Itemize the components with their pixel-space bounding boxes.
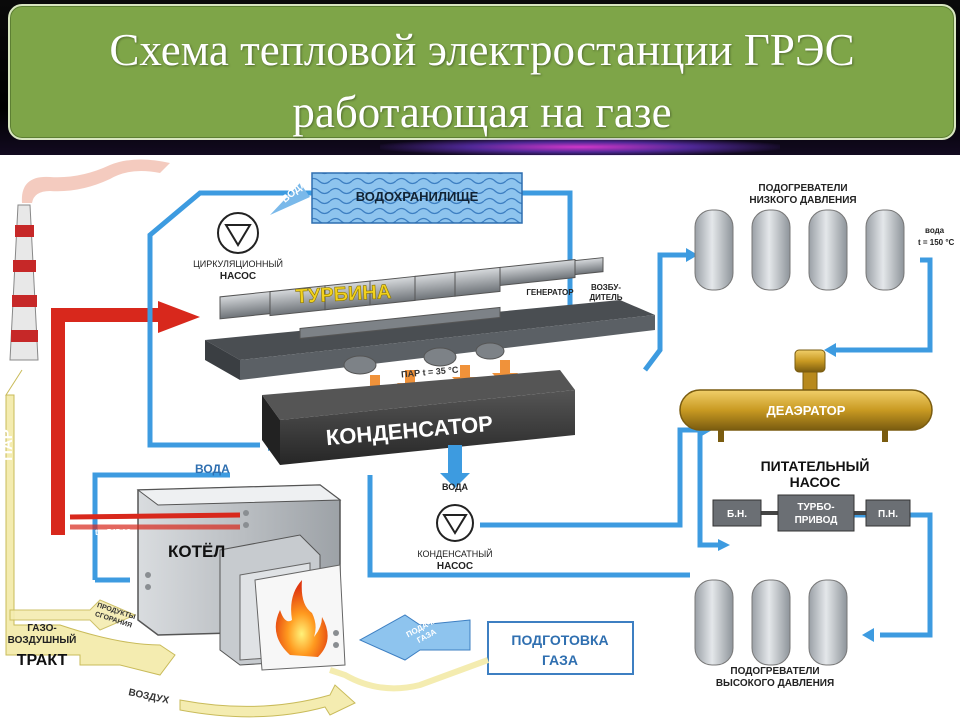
deaerator-label: ДЕАЭРАТОР <box>767 403 846 418</box>
gas-line <box>329 657 490 692</box>
exciter-label-2: ДИТЕЛЬ <box>589 293 622 302</box>
pn-label: П.Н. <box>878 509 898 520</box>
water-150-label-2: t = 150 °C <box>918 238 955 247</box>
reservoir-label: ВОДОХРАНИЛИЩЕ <box>356 189 479 204</box>
bn-label: Б.Н. <box>727 509 747 520</box>
water-150-label-1: вода <box>925 226 945 235</box>
power-plant-diagram: ГАЗО- ВОЗДУШНЫЙ ТРАКТ ВОЗДУХ ПАР ВОДА ВО… <box>0 159 955 718</box>
feed-pump-label-1: ПИТАТЕЛЬНЫЙ <box>761 457 870 474</box>
deaerator <box>679 349 933 442</box>
lp-heaters-label-2: НИЗКОГО ДАВЛЕНИЯ <box>749 195 856 206</box>
smokestack <box>9 204 39 361</box>
gas-prep-label-2: ГАЗА <box>542 652 578 668</box>
water-arrow-3 <box>824 343 836 357</box>
diagram-label: ТРАКТ <box>17 652 68 669</box>
water-mid-label: ВОДА <box>195 462 230 476</box>
steam-pipe <box>51 308 160 535</box>
diagram-label: КОНДЕНСАТНЫЙ <box>417 548 492 559</box>
condensate-pump: ВОДА КОНДЕНСАТНЫЙ НАСОС <box>417 445 493 572</box>
water-arrow-4 <box>686 248 698 262</box>
title-line-1: Схема тепловой электростанции ГРЭС <box>109 25 855 75</box>
feed-pump <box>712 494 911 532</box>
air-path <box>5 369 176 676</box>
lp-heaters-label-1: ПОДОГРЕВАТЕЛИ <box>758 183 847 194</box>
turbo-drive-label-2: ПРИВОД <box>795 515 838 526</box>
diagram-label: ВОДА <box>442 482 469 492</box>
boiler-label: КОТЁЛ <box>168 542 225 561</box>
steam-temp-label: ПАР t = 35 °C <box>401 364 459 379</box>
hp-heaters <box>694 579 848 666</box>
water-arrow-top <box>270 183 310 215</box>
gas-supply-arrow <box>358 614 471 661</box>
air-flow-arrow <box>9 599 137 631</box>
title-line-2: работающая на газе <box>292 87 672 137</box>
steam-vertical-label: ПАР <box>0 429 16 461</box>
generator-label: ГЕНЕРАТОР <box>526 288 574 297</box>
diagram-label: ГАЗО- <box>27 623 57 634</box>
water-arrow-5 <box>862 628 874 642</box>
turbine-label: ТУРБИНА <box>295 281 392 308</box>
turbine <box>205 257 655 380</box>
flame <box>275 580 328 657</box>
gas-air-tract-label: ГАЗО- ВОЗДУШНЫЙ ТРАКТ <box>8 623 77 669</box>
exciter-label-1: ВОЗБУ- <box>591 283 621 292</box>
air-intake-arrow <box>179 684 356 718</box>
condenser <box>262 370 575 465</box>
steam-arrow <box>158 301 200 333</box>
lp-heaters <box>694 209 905 291</box>
gas-prep-label-1: ПОДГОТОВКА <box>511 632 608 648</box>
hp-heaters-label-2: ВЫСОКОГО ДАВЛЕНИЯ <box>716 678 834 689</box>
gas-preparation-box <box>487 621 634 675</box>
diagram-label: ЦИРКУЛЯЦИОННЫЙ <box>193 258 283 269</box>
hp-heaters-label-1: ПОДОГРЕВАТЕЛИ <box>730 666 819 677</box>
title-box: Схема тепловой электростанции ГРЭС работ… <box>8 4 956 140</box>
air-label: ВОЗДУХ <box>127 687 170 706</box>
reservoir <box>311 172 523 224</box>
diagram-label: НАСОС <box>220 271 256 282</box>
boiler-temp-label: t = 545 °C <box>95 528 132 537</box>
turbo-drive-label-1: ТУРБО- <box>797 502 834 513</box>
circulation-pump: ЦИРКУЛЯЦИОННЫЙ НАСОС <box>193 212 283 282</box>
diagram-label: ВОЗДУШНЫЙ <box>8 633 77 646</box>
feed-pump-label-2: НАСОС <box>790 474 841 490</box>
boiler <box>69 484 346 671</box>
decorative-glow <box>380 138 780 156</box>
smoke-plume <box>21 159 170 203</box>
water-arrow-6 <box>718 539 730 551</box>
diagram-label: НАСОС <box>437 561 473 572</box>
